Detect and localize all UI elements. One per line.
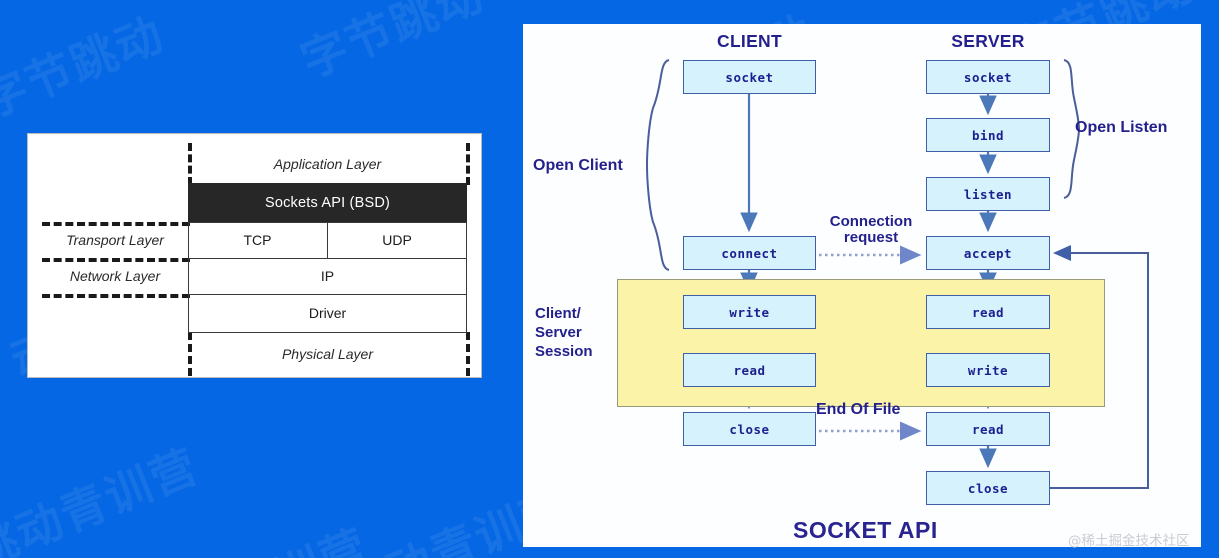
client-box-write[interactable]: write xyxy=(683,295,816,329)
annotation-connection-request-line2: request xyxy=(843,228,899,246)
background-watermark: 跳动青训营 xyxy=(0,439,206,558)
stack-dashed-sep-3 xyxy=(42,294,190,298)
column-header-client: CLIENT xyxy=(717,31,782,51)
annotation-session-line2: Server xyxy=(535,324,582,342)
column-header-server: SERVER xyxy=(951,31,1025,51)
driver-text: Driver xyxy=(308,305,347,321)
stack-label-transport-layer: Transport Layer xyxy=(40,222,190,258)
sockets-api-label: Sockets API (BSD) xyxy=(264,194,391,211)
sockets-api-band: Sockets API (BSD) xyxy=(188,183,467,222)
server-box-close[interactable]: close xyxy=(926,471,1050,505)
physical-layer-text: Physical Layer xyxy=(281,346,374,362)
protocol-stack-inner: Sockets API (BSD) Application Layer TCP … xyxy=(28,134,481,377)
stack-row-tcp: TCP xyxy=(188,222,327,258)
stack-row-driver: Driver xyxy=(188,294,467,332)
server-box-listen[interactable]: listen xyxy=(926,177,1050,211)
server-box-write[interactable]: write xyxy=(926,353,1050,387)
stack-line-driver-top xyxy=(188,294,467,295)
client-box-read[interactable]: read xyxy=(683,353,816,387)
stack-line-driver-bottom xyxy=(188,332,467,333)
client-box-close[interactable]: close xyxy=(683,412,816,446)
annotation-open-listen: Open Listen xyxy=(1075,119,1168,136)
stack-row-udp: UDP xyxy=(327,222,467,258)
stack-line-ip-top xyxy=(188,258,467,259)
annotation-connection-request-line1: Connection xyxy=(829,213,913,230)
client-box-socket[interactable]: socket xyxy=(683,60,816,94)
stack-dashed-right-bottom xyxy=(466,332,470,376)
transport-layer-text: Transport Layer xyxy=(66,232,164,248)
server-box-read-eof[interactable]: read xyxy=(926,412,1050,446)
annotation-end-of-file: End Of File xyxy=(816,401,901,418)
stack-dashed-left-top xyxy=(188,143,192,185)
stack-dashed-left-bottom xyxy=(188,332,192,376)
protocol-stack-figure: Sockets API (BSD) Application Layer TCP … xyxy=(27,133,482,378)
background-watermark: 字节跳动 xyxy=(293,0,492,88)
tcp-text: TCP xyxy=(243,232,272,248)
stack-dashed-sep-2 xyxy=(42,258,190,262)
ip-text: IP xyxy=(320,268,335,284)
stack-row-application-layer: Application Layer xyxy=(188,144,467,183)
socket-api-title: SOCKET API xyxy=(793,517,938,543)
site-watermark: @稀土掘金技术社区 xyxy=(1068,533,1190,549)
stack-dashed-sep-1 xyxy=(42,222,190,226)
server-box-read[interactable]: read xyxy=(926,295,1050,329)
client-box-connect[interactable]: connect xyxy=(683,236,816,270)
stack-label-network-layer: Network Layer xyxy=(40,258,190,294)
stack-row-physical-layer: Physical Layer xyxy=(188,333,467,375)
udp-text: UDP xyxy=(382,232,412,248)
annotation-open-client: Open Client xyxy=(533,157,623,174)
server-box-socket[interactable]: socket xyxy=(926,60,1050,94)
stack-tcp-udp-divider xyxy=(327,222,328,258)
server-box-accept[interactable]: accept xyxy=(926,236,1050,270)
stack-row-ip: IP xyxy=(188,258,467,294)
socket-api-flow-figure: CLIENT SERVER socket connect write read … xyxy=(523,24,1201,549)
application-layer-text: Application Layer xyxy=(273,155,382,172)
network-layer-text: Network Layer xyxy=(69,268,161,284)
background-watermark: 字节跳动 xyxy=(0,7,172,128)
annotation-connection-request: Connection request xyxy=(812,214,930,246)
annotation-client-server-session: Client/ Server Session xyxy=(535,304,593,362)
stack-dashed-right-top xyxy=(466,143,470,185)
background-watermark: 跳动青训营 xyxy=(130,510,377,558)
annotation-session-line3: Session xyxy=(535,343,593,361)
server-box-bind[interactable]: bind xyxy=(926,118,1050,152)
annotation-session-line1: Client/ xyxy=(535,305,581,322)
